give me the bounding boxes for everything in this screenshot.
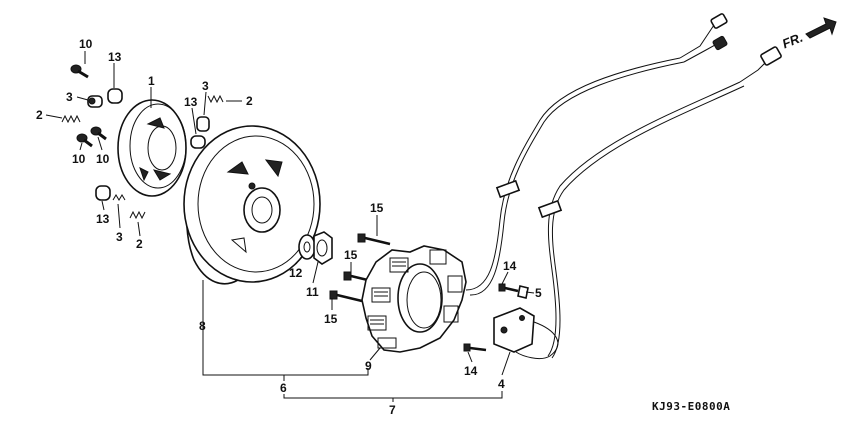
callout-3: 3 [202, 79, 209, 93]
leader-lines [45, 51, 535, 376]
callout-3: 3 [66, 90, 73, 104]
callout-labels: 10 13 1 3 2 10 10 13 3 2 13 3 2 15 15 15… [36, 37, 542, 417]
starter-clutch-plate-1 [117, 99, 187, 197]
nut-11 [313, 231, 333, 265]
callout-10: 10 [96, 152, 110, 166]
callout-12: 12 [289, 266, 303, 280]
callout-13: 13 [96, 212, 110, 226]
bolt-10-left [76, 133, 93, 148]
stator-9 [361, 245, 467, 353]
callout-15: 15 [370, 201, 384, 215]
callout-13: 13 [108, 50, 122, 64]
callout-2: 2 [246, 94, 253, 108]
cap-13-right [190, 135, 206, 149]
drawing-code: KJ93-E0800A [652, 400, 730, 413]
callout-15: 15 [324, 312, 338, 326]
bolt-14-bottom [463, 343, 487, 352]
cap-3-right [196, 116, 210, 132]
callout-6: 6 [280, 381, 287, 395]
bolt-15-bottom [329, 290, 363, 303]
cap-3-top [87, 95, 103, 108]
callout-14: 14 [503, 259, 517, 273]
spring-2-top [61, 114, 81, 124]
callout-2: 2 [136, 237, 143, 251]
wire-harness [465, 13, 782, 359]
assembly-bracket-6 [202, 280, 369, 381]
flywheel-8 [183, 125, 321, 285]
bolt-15-top [357, 233, 391, 246]
bolt-10-top [70, 64, 89, 79]
callout-2: 2 [36, 108, 43, 122]
callout-14: 14 [464, 364, 478, 378]
front-direction-label: FR. [780, 30, 805, 52]
cap-3-bottom [112, 194, 126, 201]
clamp-5 [517, 285, 529, 299]
spring-2-bottom [129, 210, 146, 220]
callout-10: 10 [72, 152, 86, 166]
callout-3: 3 [116, 230, 123, 244]
callout-10: 10 [79, 37, 93, 51]
cap-13-top [107, 88, 123, 104]
callout-1: 1 [148, 74, 155, 88]
callout-7: 7 [389, 403, 396, 417]
assembly-bracket-7 [283, 391, 503, 402]
pulse-generator-4 [493, 307, 559, 359]
callout-13: 13 [184, 95, 198, 109]
callout-8: 8 [199, 319, 206, 333]
spring-2-right [207, 94, 224, 104]
cap-13-bottom [95, 185, 111, 201]
callout-5: 5 [535, 286, 542, 300]
callout-11: 11 [306, 285, 319, 299]
callout-9: 9 [365, 359, 372, 373]
washer-12 [298, 234, 316, 260]
bolt-14-top [498, 283, 519, 293]
callout-15: 15 [344, 248, 358, 262]
bolt-10-mid [90, 126, 107, 141]
callout-4: 4 [498, 377, 505, 391]
front-direction-indicator: FR. [780, 17, 837, 52]
front-arrow-icon [805, 17, 837, 39]
